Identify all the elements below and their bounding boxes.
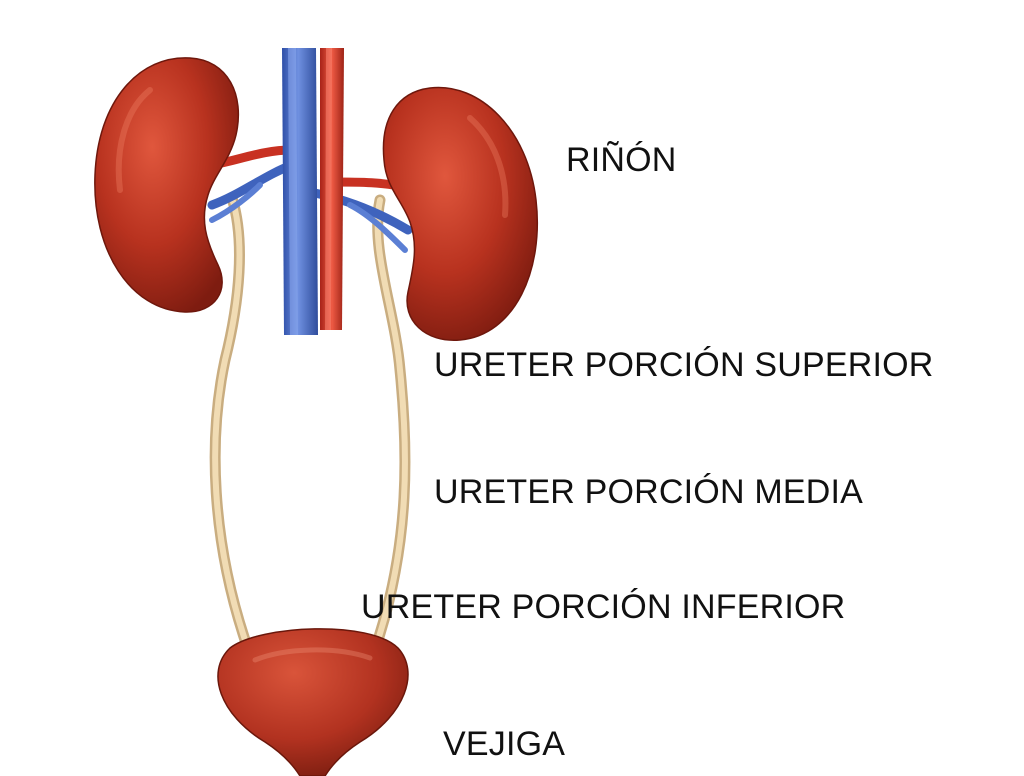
bladder-label: VEJIGA xyxy=(443,725,566,763)
right-kidney-icon xyxy=(382,86,539,341)
ureter-upper-label: URETER PORCIÓN SUPERIOR xyxy=(434,346,934,384)
bladder-icon xyxy=(217,628,409,776)
right-ureter xyxy=(372,194,411,646)
left-kidney-icon xyxy=(94,57,240,313)
inferior-vena-cava xyxy=(282,48,318,335)
ureter-middle-label: URETER PORCIÓN MEDIA xyxy=(434,473,864,511)
ureter-lower-label: URETER PORCIÓN INFERIOR xyxy=(361,588,846,626)
aorta xyxy=(320,48,344,330)
kidney-label: RIÑÓN xyxy=(566,141,677,179)
left-ureter xyxy=(209,192,251,646)
